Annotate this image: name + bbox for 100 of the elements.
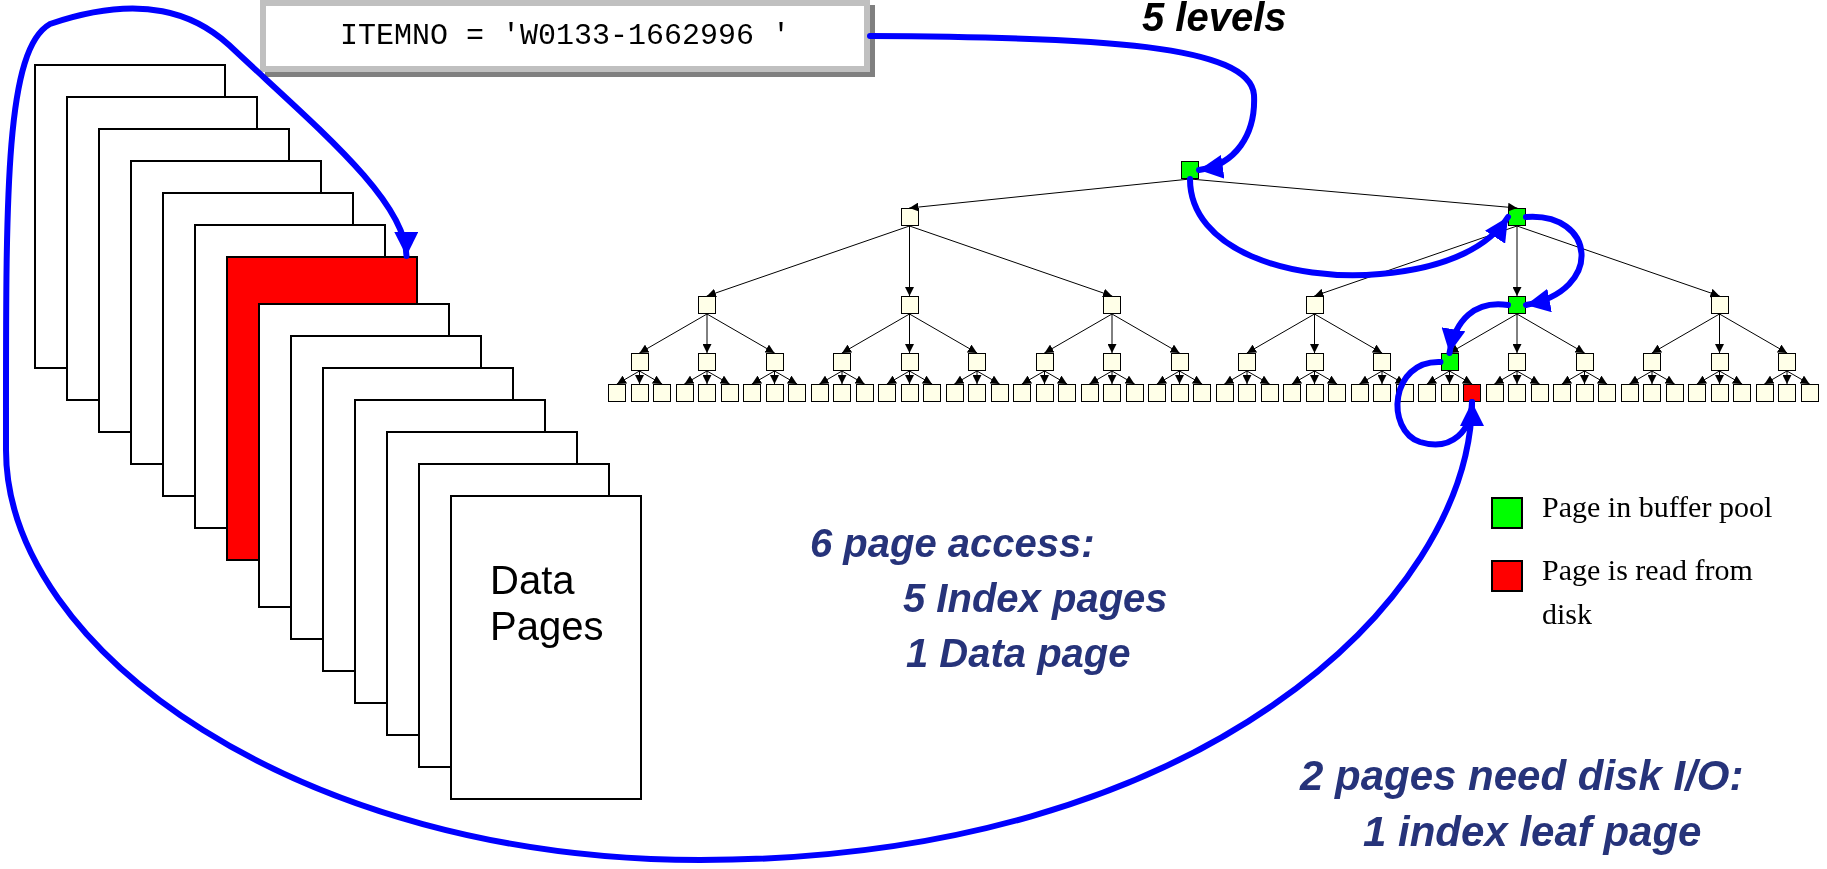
tree-arrow (702, 370, 712, 385)
index-page-box (1328, 384, 1346, 402)
index-page-box (1103, 353, 1121, 371)
tree-arrow (1107, 370, 1117, 385)
tree-arrow (837, 370, 847, 385)
tree-arrow (1715, 370, 1724, 385)
index-page-box (1778, 353, 1796, 371)
index-page-box (1373, 384, 1391, 402)
tree-arrow (909, 225, 1113, 298)
tree-arrow (1377, 370, 1387, 385)
tree-arrow (1647, 370, 1657, 385)
tree-arrow (635, 370, 644, 385)
index-page-box (1103, 384, 1121, 402)
index-page-box (1305, 296, 1324, 314)
legend-label: Page is read from disk (1542, 552, 1754, 632)
tree-arrow (774, 370, 798, 385)
tree-arrow (1156, 370, 1180, 385)
index-page-box (675, 384, 694, 402)
index-page-box (900, 296, 919, 314)
annotation-text: 1 index leaf page (1363, 808, 1702, 857)
index-page-box (878, 384, 896, 402)
index-page-box (1598, 384, 1616, 402)
tree-arrow (954, 370, 978, 385)
index-page-box (900, 353, 919, 371)
index-page-box (1710, 353, 1729, 371)
access-path-arrow (1442, 301, 1511, 356)
index-page-box (1305, 353, 1324, 371)
index-page-box (900, 384, 919, 402)
index-page-box (923, 384, 941, 402)
tree-arrow (751, 370, 775, 385)
tree-arrow (1314, 313, 1383, 354)
index-page-box (1260, 384, 1279, 402)
tree-arrow (1786, 370, 1810, 385)
index-page-box (833, 384, 851, 402)
index-page-box (765, 384, 784, 402)
index-page-box (1575, 353, 1594, 371)
tree-arrow (1719, 370, 1743, 385)
tree-arrow (1516, 370, 1540, 385)
tree-arrow (1314, 370, 1338, 385)
index-page-box (990, 384, 1009, 402)
tree-arrow (1310, 370, 1319, 385)
index-page-box (1125, 384, 1144, 402)
tree-arrow (1175, 370, 1184, 385)
tree-arrow (639, 313, 708, 354)
index-page-box (1530, 384, 1549, 402)
index-page-box (968, 353, 986, 371)
tree-arrow (770, 370, 779, 385)
index-page-box (788, 384, 806, 402)
index-page-box (1643, 353, 1661, 371)
index-page-box (630, 384, 649, 402)
query-text: ITEMNO = 'W0133-1662996 ' (339, 19, 791, 53)
tree-arrow (1782, 370, 1792, 385)
tree-arrow (1651, 313, 1720, 354)
tree-arrow (1512, 370, 1522, 385)
annotation-text: 2 pages need disk I/O: (1300, 752, 1744, 801)
index-page-box (1080, 384, 1099, 402)
index-page-box (1238, 353, 1256, 371)
tree-arrow (841, 313, 910, 354)
index-page-box (1181, 161, 1199, 179)
index-page-box (1148, 384, 1166, 402)
access-path-arrow (3, 5, 1475, 863)
tree-arrow (1179, 370, 1203, 385)
tree-arrow (905, 370, 914, 385)
index-page-box (698, 296, 716, 314)
index-page-box (1710, 296, 1729, 314)
index-page-box (743, 384, 761, 402)
tree-arrow (702, 313, 712, 354)
index-page-box (1665, 384, 1684, 402)
index-page-box (698, 353, 716, 371)
index-page-box (1373, 353, 1391, 371)
index-page-box (1170, 353, 1189, 371)
tree-arrow (1561, 370, 1585, 385)
tree-arrow (1044, 313, 1113, 354)
index-page-box (1755, 384, 1774, 402)
index-page-box (1463, 384, 1481, 402)
index-page-box (1103, 296, 1121, 314)
tree-arrow (1224, 370, 1248, 385)
index-page-box (1283, 384, 1301, 402)
index-page-box (900, 208, 919, 226)
tree-arrow (1310, 313, 1319, 354)
index-page-box (608, 384, 626, 402)
index-page-box (945, 384, 964, 402)
index-page-box (1710, 384, 1729, 402)
tree-arrow (905, 225, 914, 297)
tree-arrow (1516, 313, 1585, 354)
index-page-box (1575, 384, 1594, 402)
tree-arrow (1089, 370, 1113, 385)
tree-arrow (841, 370, 865, 385)
tree-arrow (1246, 313, 1315, 354)
index-page-box (810, 384, 829, 402)
access-path-arrow (1187, 176, 1511, 279)
access-path-arrow (1523, 214, 1585, 311)
index-page-box (1508, 384, 1526, 402)
index-page-box (1013, 384, 1031, 402)
index-page-box (1485, 384, 1504, 402)
index-page-box (698, 384, 716, 402)
index-page-box (1440, 384, 1459, 402)
legend-label: Page in buffer pool (1542, 489, 1773, 525)
index-page-box (1508, 353, 1526, 371)
tree-arrow (1107, 313, 1117, 354)
